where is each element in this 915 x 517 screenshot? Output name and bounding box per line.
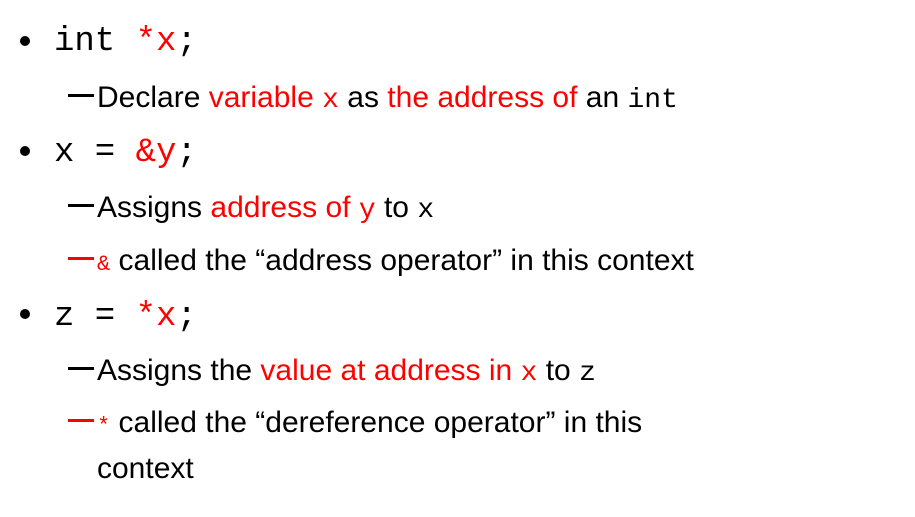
text-part: context [97, 452, 194, 485]
text-part: to [537, 354, 580, 387]
text-part: the address of [387, 81, 578, 114]
text-part: address of [210, 191, 359, 224]
code-part: int [627, 85, 678, 116]
text-part: value at address in [260, 354, 521, 387]
bullet-dot [20, 309, 30, 319]
code-highlight: *x [135, 23, 177, 61]
text-part: called the “address operator” in this co… [110, 244, 694, 277]
text-part: Declare [97, 81, 209, 114]
text-part: Assigns [97, 191, 211, 224]
code-line-3: z = *x; [54, 297, 197, 337]
code-line-2: x = &y; [54, 133, 197, 173]
code-part: x [322, 85, 339, 116]
dash-marker [68, 418, 94, 422]
subitem-3-2-continuation: context [97, 450, 194, 488]
code-line-1: int *x; [54, 22, 197, 62]
subitem-3-1: Assigns the value at address in x to z [68, 352, 596, 393]
subitem-1-1: Declare variable x as the address of an … [68, 79, 678, 120]
text-part: to [375, 191, 418, 224]
code-highlight: &y [135, 134, 177, 172]
dash-marker [68, 366, 94, 370]
code-text: z = [54, 298, 136, 336]
code-part: * [97, 414, 111, 439]
code-part: & [97, 252, 111, 277]
code-semicolon: ; [176, 134, 197, 172]
subitem-3-2: * called the “dereference operator” in t… [68, 404, 642, 446]
code-part: x [417, 195, 435, 226]
text-part: variable [208, 81, 323, 114]
code-semicolon: ; [176, 23, 197, 61]
dash-marker [68, 256, 94, 260]
code-part: y [358, 195, 376, 226]
code-highlight: *x [135, 298, 177, 336]
subitem-2-1: Assigns address of y to x [68, 189, 434, 230]
text-part: an [577, 81, 628, 114]
text-part: called the “dereference operator” in thi… [110, 406, 643, 439]
code-part: z [579, 358, 596, 389]
bullet-dot [20, 146, 30, 156]
bullet-dot [20, 36, 30, 46]
text-part: as [338, 81, 388, 114]
code-part: x [520, 358, 538, 389]
dash-marker [68, 93, 94, 97]
text-part: Assigns the [97, 354, 261, 387]
code-text: x = [54, 134, 136, 172]
dash-marker [68, 203, 94, 207]
code-text: int [54, 23, 136, 61]
code-semicolon: ; [176, 298, 197, 336]
subitem-2-2: & called the “address operator” in this … [68, 242, 694, 284]
